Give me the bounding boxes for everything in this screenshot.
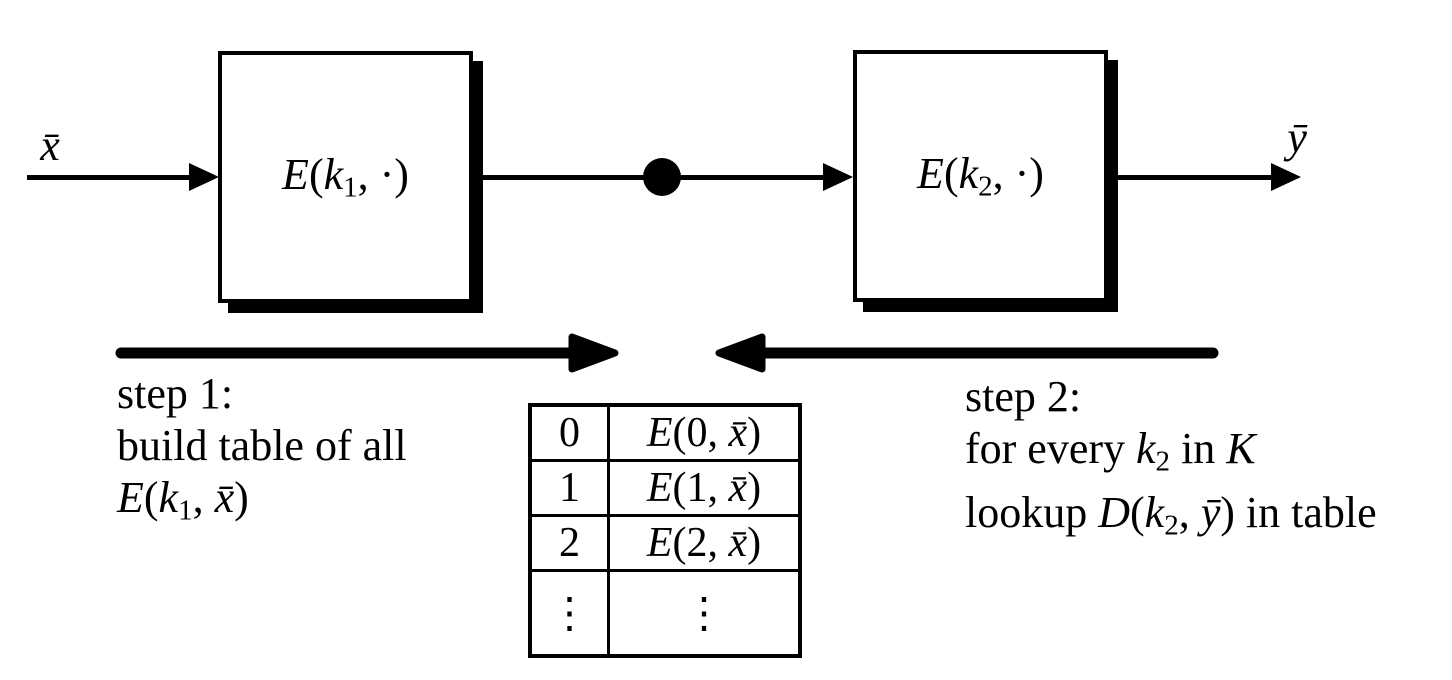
- math-segment: ȳ: [1200, 488, 1221, 538]
- input-label: x̄: [40, 121, 60, 170]
- table-key-cell: 1: [528, 458, 610, 517]
- math-segment: K: [1226, 424, 1256, 473]
- math-segment: k: [1136, 424, 1156, 473]
- math-segment: x̄: [728, 519, 748, 566]
- math-segment: 2: [978, 170, 993, 203]
- math-segment: k: [1144, 488, 1165, 538]
- step2-title: step 2:: [965, 372, 1082, 421]
- math-segment: ) in table: [1220, 488, 1377, 538]
- table-key-cell: 2: [528, 513, 610, 572]
- math-segment: D: [1098, 488, 1131, 538]
- math-segment: , ·): [992, 149, 1044, 199]
- encryption-box-1: E(k1, ·): [218, 51, 473, 303]
- input-arrow-head-icon: [189, 163, 219, 191]
- math-segment: x̄: [728, 464, 748, 511]
- math-segment: ): [747, 464, 762, 511]
- math-segment: in: [1170, 424, 1227, 473]
- math-segment: 2: [1155, 445, 1171, 478]
- math-segment: ): [234, 473, 249, 522]
- step2-caption: step 2: for every k2 in K lookup D(k2, ȳ…: [965, 371, 1377, 552]
- encryption-box-2-label: E(k2, ·): [917, 148, 1044, 203]
- step1-caption: step 1: build table of all E(k1, x̄): [117, 368, 407, 536]
- math-segment: E: [282, 150, 309, 200]
- math-segment: E: [646, 409, 673, 456]
- output-label: ȳ: [1287, 113, 1307, 162]
- table-row: ⋮⋮: [528, 568, 802, 658]
- math-segment: x̄: [214, 473, 235, 522]
- step2-line2: for every k2 in K: [965, 423, 1377, 487]
- math-segment: lookup: [965, 488, 1099, 538]
- math-segment: k: [158, 473, 179, 522]
- step1-arrow-head: [568, 333, 619, 373]
- junction-dot-icon: [643, 158, 681, 196]
- math-segment: k: [323, 150, 344, 200]
- step2-arrow-head: [715, 333, 766, 373]
- step2-line3: lookup D(k2, ȳ) in table: [965, 487, 1377, 551]
- output-arrow-head-icon: [1271, 163, 1301, 191]
- middle-arrow-head-icon: [823, 163, 853, 191]
- input-arrow-line: [27, 175, 192, 180]
- table-value-cell: E(0, x̄): [607, 403, 802, 462]
- step1-arrow-icon: [115, 333, 619, 373]
- step1-line2: build table of all: [117, 421, 407, 470]
- math-segment: ,: [192, 473, 215, 522]
- math-segment: for every: [965, 424, 1137, 473]
- step1-line3: E(k1, x̄): [117, 472, 407, 536]
- table-value-cell: E(1, x̄): [607, 458, 802, 517]
- math-segment: (: [143, 473, 159, 522]
- math-segment: (0,: [672, 409, 729, 456]
- math-segment: x̄: [728, 409, 748, 456]
- math-segment: E: [117, 473, 144, 522]
- math-segment: ,: [1178, 488, 1201, 538]
- encryption-box-2: E(k2, ·): [853, 50, 1108, 302]
- math-segment: ⋮: [683, 590, 725, 637]
- math-segment: k: [958, 149, 979, 199]
- math-segment: 2: [1164, 509, 1179, 542]
- step1-title: step 1:: [117, 369, 234, 418]
- math-segment: 1: [343, 171, 358, 204]
- math-segment: (: [308, 150, 324, 200]
- table-key-cell: 0: [528, 403, 610, 462]
- math-segment: (1,: [672, 464, 729, 511]
- table-key-cell: ⋮: [528, 568, 610, 658]
- step2-arrow-icon: [715, 333, 1219, 373]
- math-segment: (: [943, 149, 959, 199]
- math-segment: 1: [178, 494, 193, 527]
- math-segment: (: [1130, 488, 1145, 538]
- math-segment: E: [917, 149, 944, 199]
- math-segment: , ·): [357, 150, 409, 200]
- math-segment: E: [646, 519, 673, 566]
- table-value-cell: E(2, x̄): [607, 513, 802, 572]
- math-segment: ): [747, 519, 762, 566]
- math-segment: (2,: [672, 519, 729, 566]
- table-value-cell: ⋮: [607, 568, 802, 658]
- math-segment: ): [747, 409, 762, 456]
- math-segment: E: [646, 464, 673, 511]
- output-arrow-line: [1107, 175, 1273, 180]
- encryption-box-1-label: E(k1, ·): [282, 149, 409, 204]
